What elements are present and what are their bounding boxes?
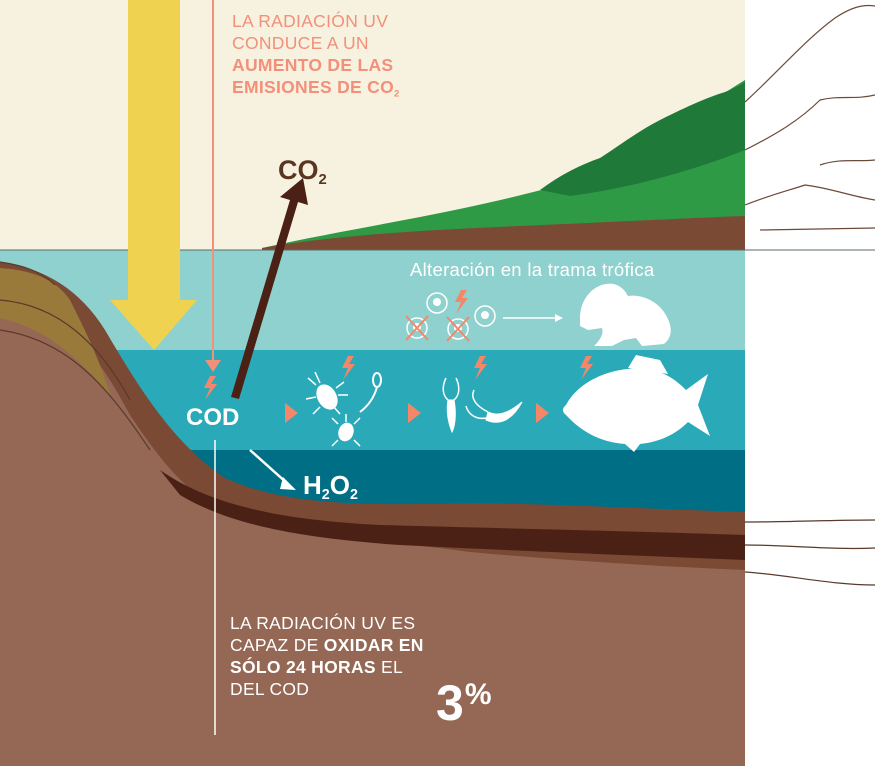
h2o2-sub2: 2 xyxy=(349,487,358,503)
lightning-icon xyxy=(474,356,487,380)
uv-caption-line1: LA RADIACIÓN UV xyxy=(232,11,389,31)
co2-arrow-icon xyxy=(231,178,308,399)
tree-canopy xyxy=(540,82,745,196)
algae-cell-icon xyxy=(406,292,496,340)
uv-caption-bold1: AUMENTO DE LAS xyxy=(232,55,394,75)
co2-main: CO xyxy=(278,155,319,185)
oxidation-line1: LA RADIACIÓN UV ES xyxy=(230,613,416,633)
oxidation-line2-normal: CAPAZ DE xyxy=(230,635,324,655)
percent-number: 3 xyxy=(436,675,464,731)
oxidation-line4: DEL COD xyxy=(230,679,310,699)
triangle-arrow-icon xyxy=(536,403,549,423)
triangle-arrow-icon xyxy=(285,403,298,423)
fish-icon xyxy=(563,355,710,452)
lightning-icon xyxy=(342,356,355,380)
frog-icon xyxy=(580,283,671,346)
lightning-icon xyxy=(204,376,217,400)
nauplius-icon xyxy=(465,389,523,423)
bacteria-icon xyxy=(331,414,361,447)
uv-caption-sub: 2 xyxy=(394,88,400,100)
oxidation-line3-normal: EL xyxy=(375,657,404,677)
uv-emissions-caption: LA RADIACIÓN UV CONDUCE A UN AUMENTO DE … xyxy=(232,10,400,105)
h2o2-o: O xyxy=(329,470,350,500)
food-web-arrowhead xyxy=(555,314,563,322)
hill-vegetation xyxy=(262,80,745,250)
sediment-darkest-band xyxy=(160,470,745,560)
h2o2-arrow-icon xyxy=(249,449,289,485)
uv-caption-line2: CONDUCE A UN xyxy=(232,33,369,53)
lightning-icon xyxy=(580,356,593,380)
sediment-olive-wedge xyxy=(0,268,110,395)
h2o2-label: H2O2 xyxy=(303,470,358,503)
uv-arrow-icon xyxy=(110,0,197,350)
uv-caption-bold2: EMISIONES DE CO2 xyxy=(232,77,400,100)
triangle-arrow-icon xyxy=(408,403,421,423)
ciliate-icon xyxy=(359,372,382,413)
shore-ground xyxy=(262,216,745,252)
uv-caption-bold2-text: EMISIONES DE CO xyxy=(232,77,395,97)
food-web-label: Alteración en la trama trófica xyxy=(410,259,655,280)
h2o2-sub1: 2 xyxy=(321,487,330,503)
uv-caption-arrowhead xyxy=(205,360,221,372)
co2-label: CO2 xyxy=(278,155,327,188)
oxidation-line2-bold: OXIDAR EN xyxy=(323,635,424,655)
lightning-icon xyxy=(455,290,468,314)
bacteria-icon xyxy=(305,371,348,415)
copepod-icon xyxy=(442,377,460,434)
oxidation-percent: 3% xyxy=(436,670,492,728)
cod-label: COD xyxy=(186,404,240,431)
h2o2-h: H xyxy=(303,470,322,500)
co2-sub: 2 xyxy=(318,172,327,189)
left-hill-outline xyxy=(0,261,56,286)
uv-oxidation-caption: LA RADIACIÓN UV ES CAPAZ DE OXIDAR EN SÓ… xyxy=(230,612,424,700)
sediment-outlines xyxy=(0,299,875,586)
h2o2-arrowhead xyxy=(280,477,296,490)
percent-sign: % xyxy=(464,678,492,711)
mountain-outline xyxy=(744,4,875,231)
cross-icon xyxy=(405,315,470,342)
oxidation-line3-bold: SÓLO 24 HORAS xyxy=(230,657,376,677)
